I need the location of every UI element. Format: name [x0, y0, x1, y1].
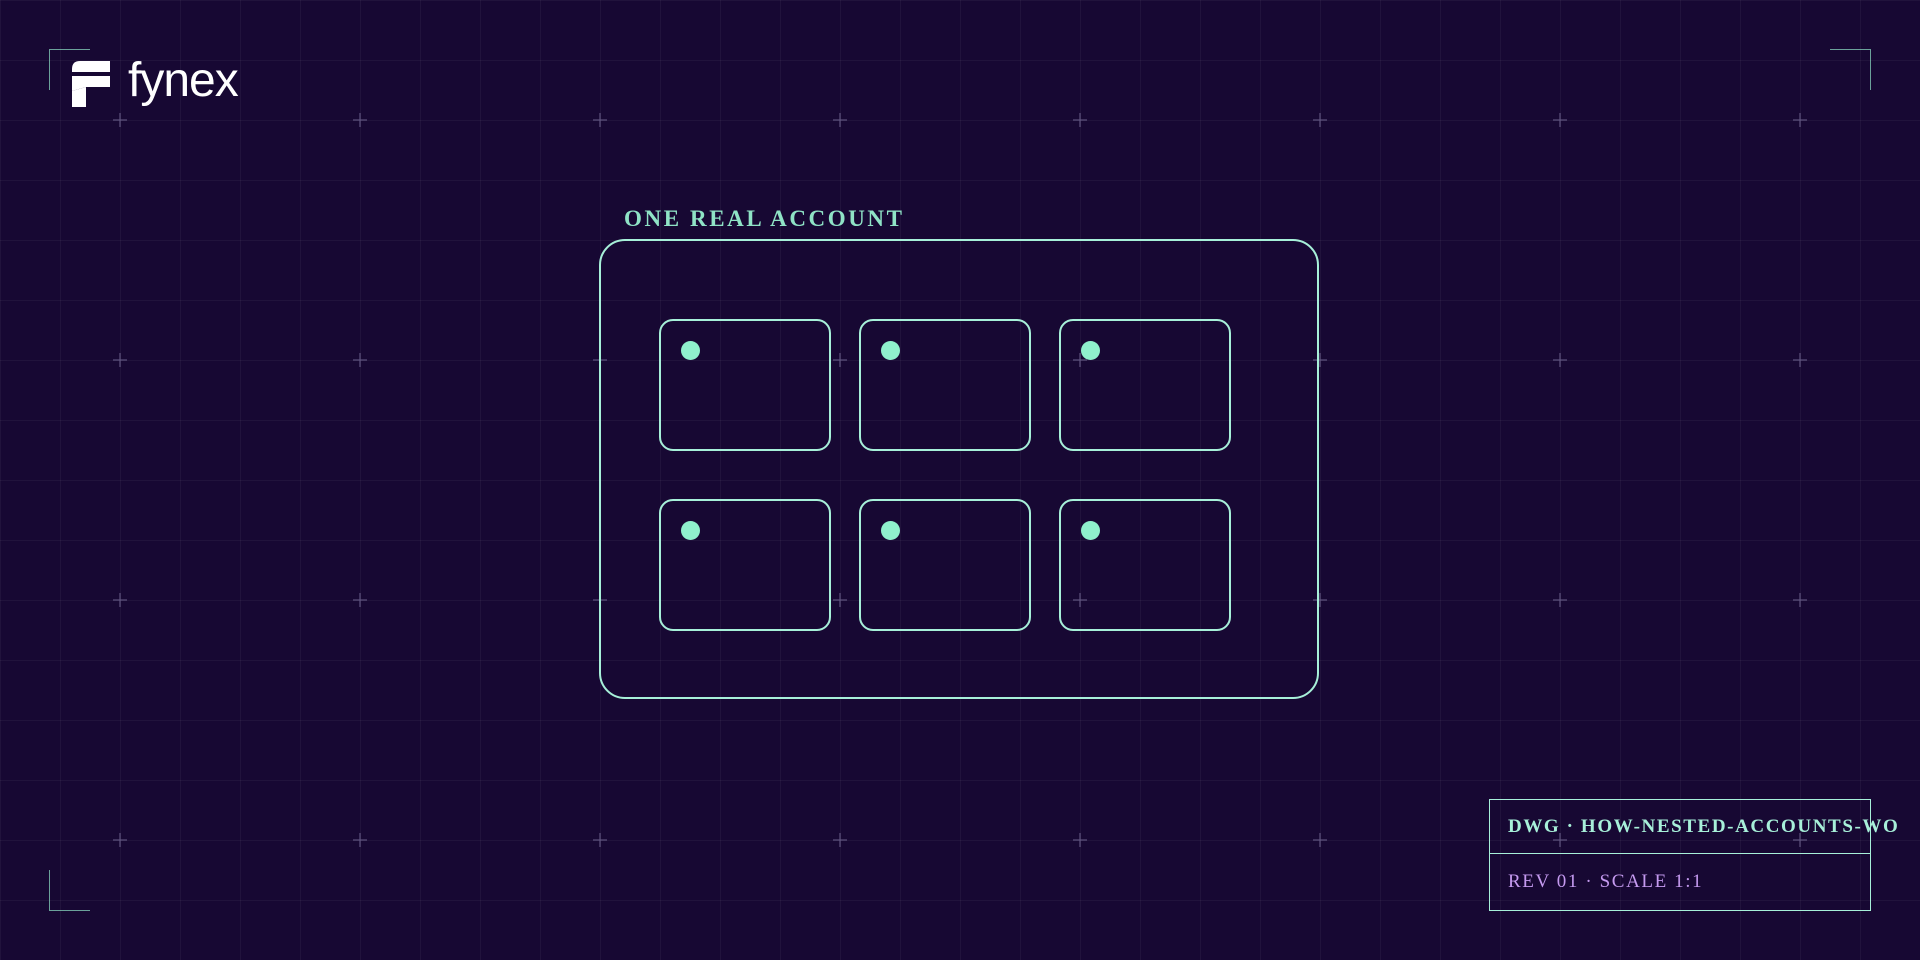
sub-account-dot: [681, 341, 700, 360]
sub-accounts-grid: [659, 319, 1231, 631]
sub-account-dot: [681, 521, 700, 540]
corner-mark-bottom-left: [49, 870, 90, 911]
sub-account-card: [859, 319, 1031, 451]
account-label: ONE REAL ACCOUNT: [624, 206, 905, 231]
sub-account-dot: [881, 521, 900, 540]
sub-account-card: [1059, 319, 1231, 451]
title-block-drawing-row: DWG · HOW-NESTED-ACCOUNTS-WO: [1490, 800, 1898, 854]
brand-name: fynex: [128, 54, 239, 107]
sub-account-dot: [881, 341, 900, 360]
sub-account-card: [659, 499, 831, 631]
sub-account-dot: [1081, 521, 1100, 540]
sub-account-card: [1059, 499, 1231, 631]
title-block-revision-row: REV 01 · SCALE 1:1: [1490, 854, 1870, 909]
corner-mark-top-left: [49, 49, 90, 90]
brand-logo: fynex: [72, 54, 239, 108]
drawing-title-block: DWG · HOW-NESTED-ACCOUNTS-WO REV 01 · SC…: [1489, 799, 1898, 911]
revision-scale: REV 01 · SCALE 1:1: [1508, 870, 1704, 892]
sub-account-dot: [1081, 341, 1100, 360]
fynex-logo-icon: [72, 61, 110, 107]
drawing-name: DWG · HOW-NESTED-ACCOUNTS-WO: [1508, 815, 1900, 837]
real-account-container: [599, 239, 1319, 699]
corner-mark-top-right: [1830, 49, 1871, 90]
sub-account-card: [659, 319, 831, 451]
sub-account-card: [859, 499, 1031, 631]
